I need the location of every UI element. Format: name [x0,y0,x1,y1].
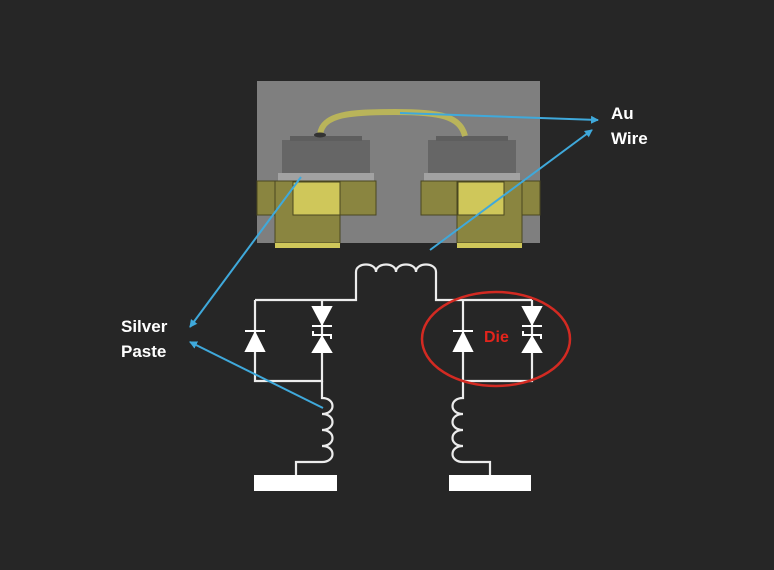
au-wire-bond [317,108,468,137]
label-line: Paste [121,342,167,361]
au-wire-label: Au Wire [611,101,648,151]
right-bond-pad [420,136,541,248]
series-inductor [255,263,532,302]
au-wire-pointer-1 [399,112,599,124]
silver-paste-pointer-2 [189,341,324,409]
left-bond-pad [256,136,377,248]
label-line: Silver [121,317,168,336]
die-highlight-circle [420,290,572,388]
pointer-lines [189,112,599,409]
left-zener-icon [311,306,333,353]
package-cross-section [256,81,541,248]
silver-paste-pointer-1 [189,176,302,328]
left-diode-icon [244,330,266,352]
left-ground-pad [254,475,337,491]
silver-paste-label: Silver Paste [121,314,167,364]
die-label: Die [484,329,509,346]
right-ground-pad [449,475,531,491]
equivalent-circuit [253,263,534,476]
right-diode-icon [452,330,474,352]
au-wire-pointer-2 [429,129,593,251]
label-line: Au [611,104,634,123]
left-shunt-inductor [294,381,334,476]
right-zener-icon [521,306,543,353]
label-line: Wire [611,129,648,148]
right-shunt-inductor [451,381,492,476]
